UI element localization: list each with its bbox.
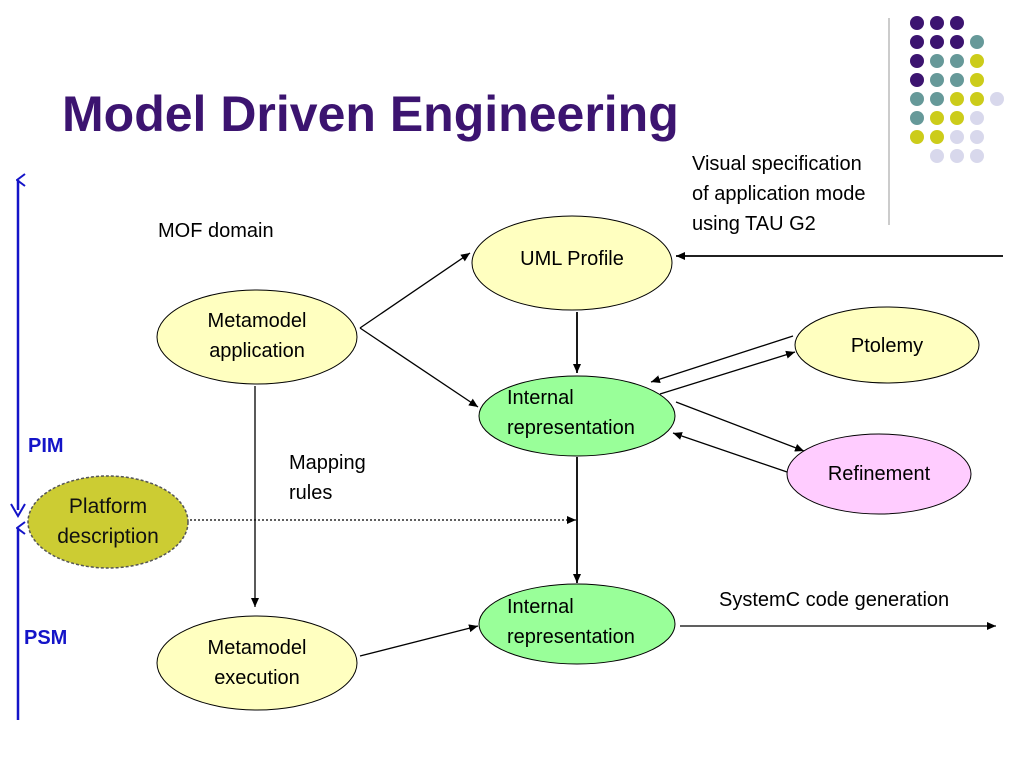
metamodel-application-text: Metamodel application	[157, 306, 357, 366]
decorative-dot	[950, 16, 964, 30]
decorative-dot	[950, 130, 964, 144]
ptolemy-text: Ptolemy	[795, 331, 979, 361]
ptolemy-line-1: Ptolemy	[850, 335, 924, 357]
decorative-dot	[950, 92, 964, 106]
decorative-dot	[910, 35, 924, 49]
decorative-dot	[970, 130, 984, 144]
node-platform-description	[27, 475, 189, 569]
edge-metamodel-to-uml	[359, 252, 471, 329]
decorative-dot	[950, 149, 964, 163]
uml-profile-text: UML Profile	[472, 244, 672, 274]
refinement-line-1: Refinement	[827, 463, 931, 485]
edge-ptolemy-to-internal	[650, 335, 794, 384]
decorative-dot	[910, 16, 924, 30]
platform-line-1: Platform	[68, 495, 148, 518]
visual-spec-label: Visual specification of application mode…	[692, 149, 865, 239]
decorative-dot	[930, 92, 944, 106]
decorative-dot	[930, 54, 944, 68]
decorative-dot	[910, 130, 924, 144]
systemc-label: SystemC code generation	[719, 589, 950, 611]
visual-spec-line-1: Visual specification	[692, 153, 862, 175]
decorative-dot	[950, 73, 964, 87]
internal-bottom-line-1: Internal	[507, 596, 574, 618]
node-ptolemy	[794, 306, 980, 384]
visual-spec-line-3: using TAU G2	[692, 213, 816, 235]
mapping-rules-label: Mapping rules	[289, 448, 366, 508]
decorative-dot	[930, 130, 944, 144]
metamodel-execution-line-1: Metamodel	[207, 637, 307, 659]
internal-top-line-2: representation	[507, 417, 635, 439]
decorative-dot	[910, 92, 924, 106]
internal-representation-top-text: Internal representation	[507, 383, 635, 443]
edge-execution-to-internal-bottom	[359, 624, 479, 657]
mapping-rules-line-2: rules	[289, 482, 333, 504]
node-refinement	[786, 433, 972, 515]
decorative-dot	[930, 111, 944, 125]
node-internal-representation-bottom	[478, 583, 676, 665]
edge-refinement-to-internal	[672, 432, 791, 474]
decorative-dot	[930, 35, 944, 49]
mapping-rules-line-1: Mapping	[289, 452, 366, 474]
metamodel-execution-text: Metamodel execution	[157, 633, 357, 693]
platform-line-2: description	[57, 525, 159, 548]
decorative-dot	[930, 73, 944, 87]
decorative-dot	[910, 54, 924, 68]
decorative-dot	[930, 149, 944, 163]
axis-divider-arrow	[10, 503, 26, 518]
node-metamodel-execution	[156, 615, 358, 711]
decorative-dot	[930, 16, 944, 30]
decorative-dot	[970, 111, 984, 125]
uml-profile-line-1: UML Profile	[520, 248, 624, 270]
node-metamodel-application	[156, 289, 358, 385]
decorative-dot	[970, 92, 984, 106]
decorative-dot	[950, 54, 964, 68]
decorative-dot	[970, 54, 984, 68]
internal-representation-bottom-text: Internal representation	[507, 592, 635, 652]
refinement-text: Refinement	[787, 459, 971, 489]
node-uml-profile	[471, 215, 673, 311]
visual-spec-line-2: of application mode	[692, 183, 866, 205]
node-internal-representation-top	[478, 375, 676, 457]
pim-label: PIM	[28, 435, 64, 457]
decorative-dot-grid	[910, 16, 1004, 163]
decorative-dot	[910, 111, 924, 125]
decorative-dot	[970, 73, 984, 87]
decorative-dot	[950, 111, 964, 125]
metamodel-execution-line-2: execution	[214, 667, 300, 689]
edge-internal-to-ptolemy	[659, 350, 796, 395]
metamodel-application-line-1: Metamodel	[207, 310, 307, 332]
decorative-dot	[970, 149, 984, 163]
internal-top-line-1: Internal	[507, 387, 574, 409]
internal-bottom-line-2: representation	[507, 626, 635, 648]
decorative-dot	[910, 73, 924, 87]
mof-domain-label: MOF domain	[158, 220, 274, 242]
decorative-dot	[950, 35, 964, 49]
decorative-dot	[970, 35, 984, 49]
metamodel-application-line-2: application	[209, 340, 305, 362]
page-title: Model Driven Engineering	[62, 86, 679, 142]
psm-label: PSM	[24, 627, 68, 649]
platform-description-text: Platform description	[28, 492, 188, 552]
decorative-dot	[990, 92, 1004, 106]
edge-internal-to-refinement	[675, 401, 805, 452]
edge-metamodel-to-internal-top	[359, 327, 479, 408]
